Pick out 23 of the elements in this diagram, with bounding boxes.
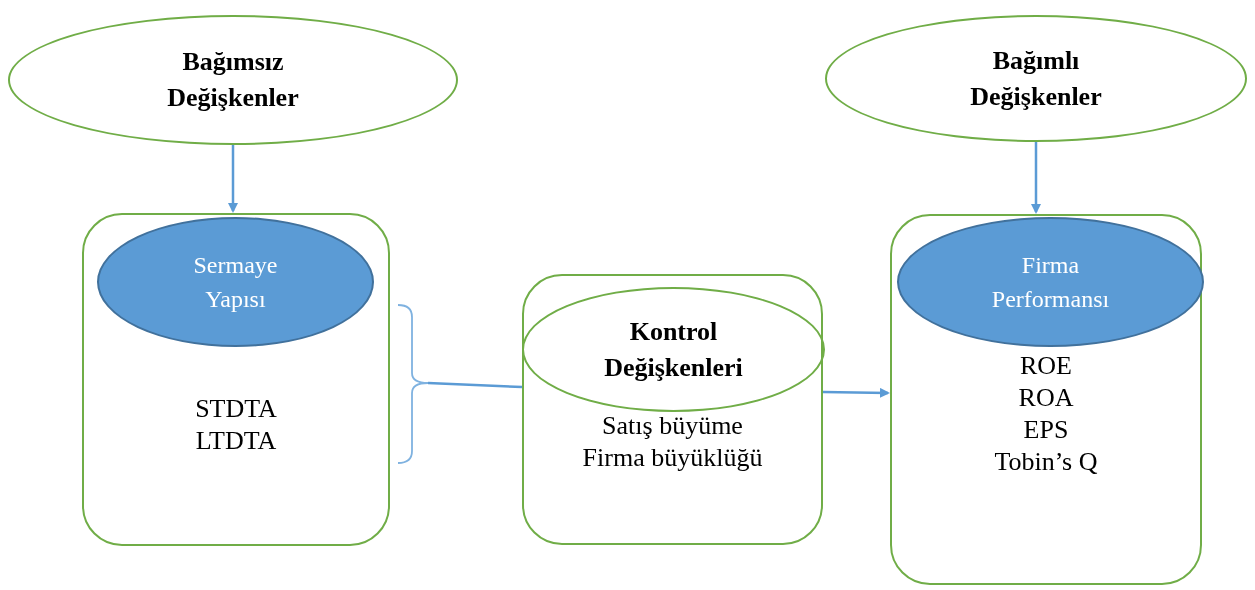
variable-oval [825,15,1247,142]
variable-oval [522,287,825,412]
arrow [1031,142,1041,214]
variable-label: ROA [1018,382,1074,414]
arrow [822,387,890,398]
connector-line [427,381,523,389]
variable-label: ROE [1020,350,1072,382]
variable-label: Firma büyüklüğü [582,442,763,474]
heading: Bağımlı Değişkenler [969,44,1103,113]
category-label: Sermaye Yapısı [192,251,279,314]
variable-oval [8,15,458,145]
variable-card [82,213,390,546]
variable-label: LTDTA [195,425,277,457]
heading: Kontrol Değişkenleri [603,315,744,384]
variable-label: Tobin’s Q [994,446,1098,478]
category-label: Firma Performansı [990,251,1111,314]
variable-label: EPS [1023,414,1069,446]
variable-label: Satış büyüme [602,410,743,442]
arrow [228,145,238,213]
variable-card [522,274,823,545]
heading: Bağımsız Değişkenler [166,46,300,114]
variable-card [890,214,1202,585]
variable-label: STDTA [195,393,277,425]
